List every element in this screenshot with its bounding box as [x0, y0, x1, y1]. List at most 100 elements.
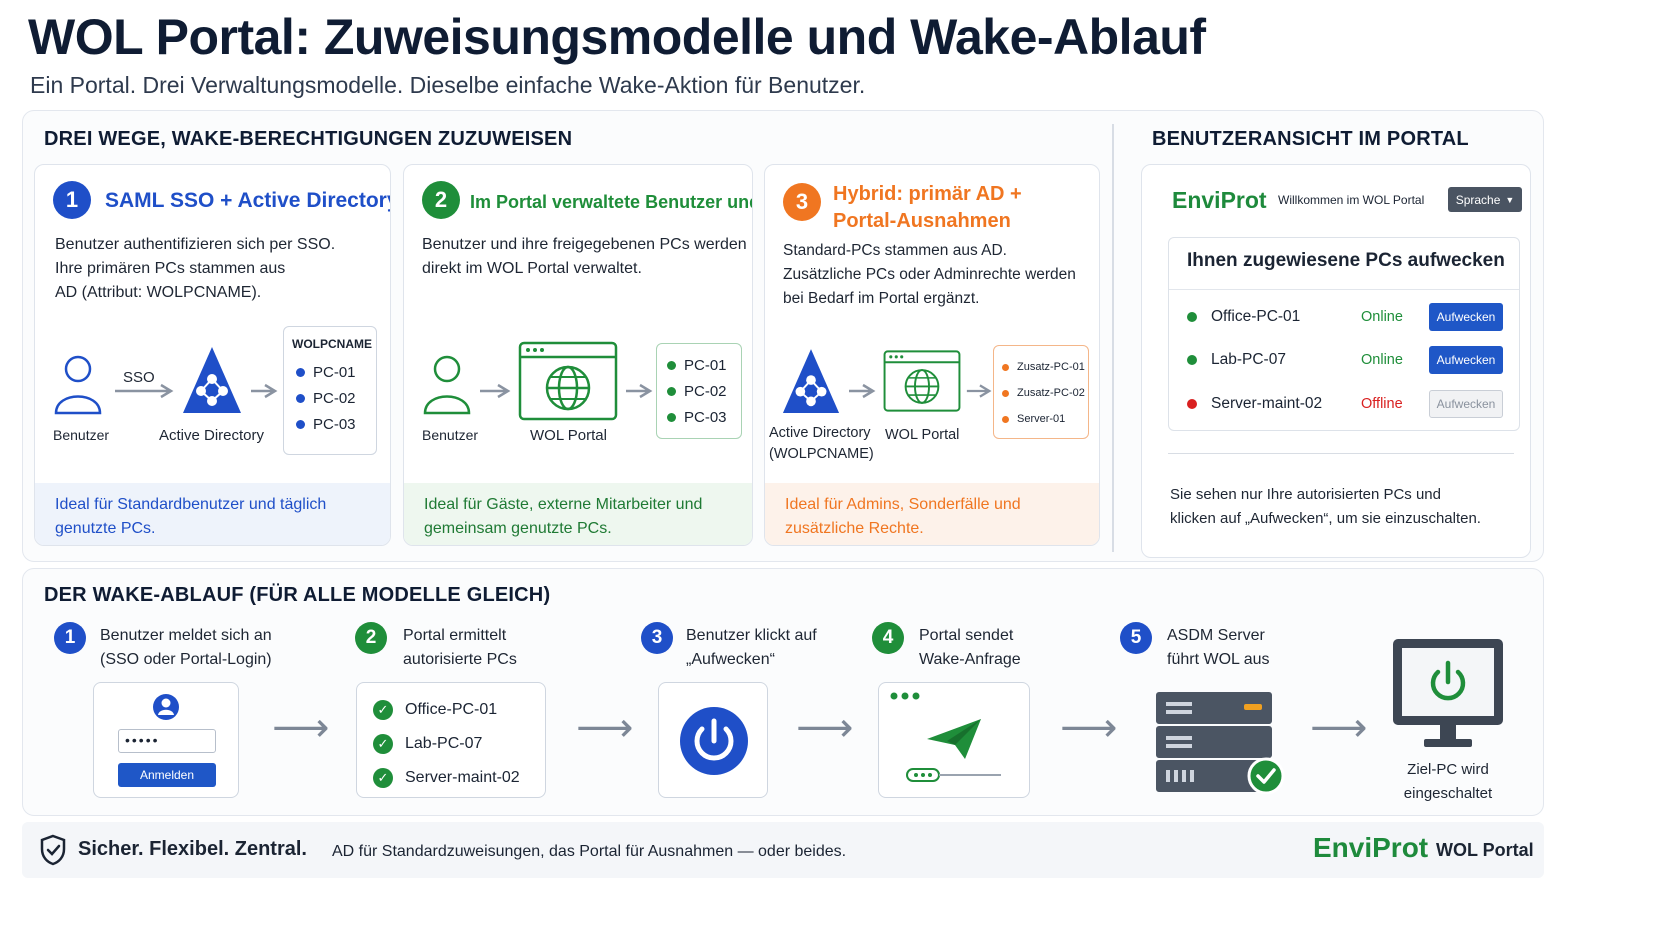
wake-button[interactable]: Aufwecken — [1429, 346, 1503, 374]
arrow-icon — [115, 383, 174, 399]
sso-label: SSO — [123, 369, 155, 386]
active-directory-label: Active Directory (WOLPCNAME) — [769, 425, 874, 462]
wolpcname-list: WOLPCNAME PC-01 PC-02 PC-03 — [283, 326, 377, 455]
status-dot — [667, 360, 676, 370]
model-card-hybrid: 3 Hybrid: primär AD + Portal-Ausnahmen S… — [764, 164, 1100, 546]
user-avatar-icon — [153, 694, 179, 720]
browser-globe-icon — [518, 341, 618, 421]
pc-row: Office-PC-01 Online Aufwecken — [1187, 302, 1507, 332]
pc-list: PC-01 PC-02 PC-03 — [656, 343, 742, 439]
wake-button-disabled[interactable]: Aufwecken — [1429, 390, 1503, 418]
chevron-down-icon: ▼ — [1505, 194, 1515, 205]
check-icon: ✓ — [373, 734, 393, 754]
model-number-badge: 3 — [783, 183, 821, 221]
page-subtitle: Ein Portal. Drei Verwaltungsmodelle. Die… — [30, 72, 866, 98]
arrow-icon — [966, 384, 992, 398]
password-field[interactable]: ••••• — [118, 729, 216, 753]
active-directory-label: Active Directory — [159, 427, 265, 444]
arrow-icon: ⟶ — [1060, 706, 1118, 750]
status-dot — [1187, 312, 1197, 322]
model-description: Benutzer authentifizieren sich per SSO. … — [55, 236, 336, 301]
model-card-sso-ad: 1 SAML SSO + Active Directory Benutzer a… — [34, 164, 391, 546]
footer-brand-logo: EnviProt — [1313, 832, 1429, 863]
wake-button[interactable]: Aufwecken — [1429, 303, 1503, 331]
model-description: Benutzer und ihre freigegebenen PCs werd… — [422, 236, 747, 277]
user-icon — [423, 355, 471, 415]
step-text: Benutzer klickt auf „Aufwecken“ — [686, 627, 817, 668]
list-item: PC-02 — [667, 378, 731, 404]
footer-text: AD für Standardzuweisungen, das Portal f… — [332, 843, 847, 860]
arrow-icon: ⟶ — [796, 706, 854, 750]
list-item: PC-01 — [667, 352, 731, 378]
wake-request-box — [878, 682, 1030, 798]
send-paper-plane-icon — [927, 719, 981, 759]
authorized-pcs-box: ✓Office-PC-01 ✓Lab-PC-07 ✓Server-maint-0… — [356, 682, 546, 798]
model-number-badge: 2 — [422, 181, 460, 219]
model-footer: Ideal für Standardbenutzer und täglich g… — [35, 483, 390, 545]
model-footer: Ideal für Admins, Sonderfälle und zusätz… — [765, 483, 1099, 545]
user-icon — [54, 355, 102, 415]
window-dots-icon — [890, 692, 920, 700]
footer-bar — [22, 822, 1544, 878]
wol-portal-label: WOL Portal — [530, 427, 607, 444]
model-number-badge: 1 — [53, 181, 91, 219]
flow-panel — [22, 568, 1544, 816]
arrow-icon — [251, 383, 278, 399]
wol-portal-label: WOL Portal — [885, 427, 960, 443]
step-text: ASDM Server führt WOL aus — [1167, 627, 1270, 668]
monitor-power-icon — [1393, 639, 1503, 747]
list-item: Zusatz-PC-02 — [1002, 380, 1085, 406]
portal-mockup: EnviProt Willkommen im WOL Portal Sprach… — [1141, 164, 1531, 558]
step-text: Benutzer meldet sich an (SSO oder Portal… — [100, 627, 272, 668]
model-title: Im Portal verwaltete Benutzer und PCs — [470, 192, 752, 212]
model-footer: Ideal für Gäste, externe Mitarbeiter und… — [404, 483, 752, 545]
browser-globe-icon — [883, 350, 961, 412]
check-icon: ✓ — [373, 768, 393, 788]
login-box: ••••• Anmelden — [93, 682, 239, 798]
list-item: Zusatz-PC-01 — [1002, 354, 1085, 380]
model-description: Standard-PCs stammen aus AD. Zusätzliche… — [783, 242, 1076, 307]
list-item: PC-02 — [292, 385, 368, 411]
language-dropdown[interactable]: Sprache▼ — [1448, 187, 1522, 212]
login-button[interactable]: Anmelden — [118, 763, 216, 787]
user-label: Benutzer — [422, 427, 479, 443]
model-title: SAML SSO + Active Directory — [105, 189, 391, 212]
arrow-icon — [626, 383, 653, 399]
wolpcname-title: WOLPCNAME — [292, 337, 372, 351]
portal-view-note: Sie sehen nur Ihre autorisierten PCs und… — [1170, 486, 1481, 527]
model-title: Hybrid: primär AD + Portal-Ausnahmen — [833, 183, 1022, 232]
user-label: Benutzer — [53, 427, 110, 443]
list-item: ✓Lab-PC-07 — [373, 727, 529, 761]
status-dot — [296, 393, 305, 403]
status-dot — [1187, 399, 1197, 409]
list-item: PC-03 — [292, 411, 368, 437]
step-number-badge: 1 — [54, 622, 86, 654]
arrow-icon: ⟶ — [1310, 706, 1368, 750]
status-dot — [667, 386, 676, 396]
step-number-badge: 2 — [355, 622, 387, 654]
step-number-badge: 3 — [641, 622, 673, 654]
active-directory-icon — [183, 347, 241, 413]
active-directory-icon — [782, 349, 840, 413]
status-dot — [296, 419, 305, 429]
portal-view-heading: BENUTZERANSICHT IM PORTAL — [1152, 128, 1469, 150]
arrow-icon — [480, 383, 511, 399]
panel-divider — [1112, 124, 1114, 552]
step-number-badge: 5 — [1120, 622, 1152, 654]
list-item: Server-01 — [1002, 406, 1080, 432]
step-text: Portal sendet Wake-Anfrage — [919, 627, 1021, 668]
footer-product: WOL Portal — [1436, 840, 1534, 860]
assigned-pcs-box: Ihnen zugewiesene PCs aufwecken Office-P… — [1168, 237, 1520, 431]
page-title: WOL Portal: Zuweisungsmodelle und Wake-A… — [28, 9, 1206, 65]
shield-check-icon — [40, 834, 66, 866]
status-dot — [667, 412, 676, 422]
assigned-pcs-title: Ihnen zugewiesene PCs aufwecken — [1169, 238, 1519, 290]
server-icon — [1156, 692, 1285, 794]
check-icon: ✓ — [373, 700, 393, 720]
step-text: Portal ermittelt autorisierte PCs — [403, 627, 517, 668]
models-heading: DREI WEGE, WAKE-BERECHTIGUNGEN ZUZUWEISE… — [44, 128, 573, 150]
power-button-icon[interactable] — [678, 705, 750, 777]
pc-row: Lab-PC-07 Online Aufwecken — [1187, 345, 1507, 375]
status-dot — [296, 367, 305, 377]
step-number-badge: 4 — [872, 622, 904, 654]
